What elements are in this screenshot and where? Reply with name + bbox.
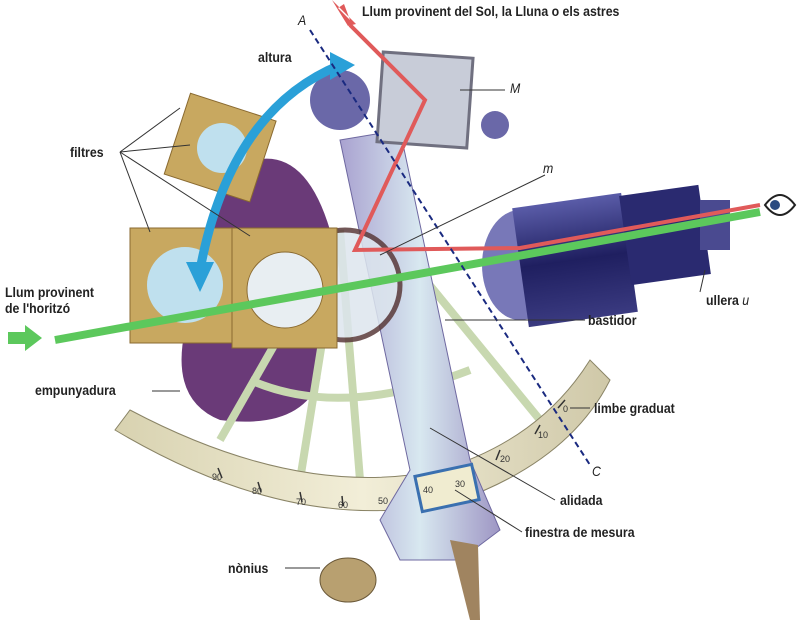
graduated-arc bbox=[114, 359, 611, 512]
label-empunyadura: empunyadura bbox=[35, 382, 116, 398]
label-ullera-text: ullera bbox=[706, 292, 739, 308]
label-ullera: ullera u bbox=[706, 292, 749, 308]
tick-label: 0 bbox=[563, 404, 568, 414]
label-point-a: A bbox=[298, 12, 307, 28]
eye-icon bbox=[763, 194, 797, 216]
line-a-c bbox=[309, 29, 591, 466]
label-mirror-big: M bbox=[510, 80, 521, 96]
tick-label: 60 bbox=[338, 500, 348, 510]
altitude-arrow bbox=[195, 60, 342, 271]
tick-label: 70 bbox=[296, 497, 306, 507]
arc-tick-labels: 90 80 70 60 50 20 10 0 bbox=[212, 404, 568, 510]
measurement-window bbox=[413, 462, 481, 514]
horizon-ray bbox=[54, 208, 761, 344]
tick-label: 50 bbox=[378, 496, 388, 506]
tick-label: 90 bbox=[212, 472, 222, 482]
tick-label: 20 bbox=[500, 454, 510, 464]
sun-ray bbox=[348, 23, 761, 253]
label-filtres: filtres bbox=[70, 144, 104, 160]
window-tick-label: 30 bbox=[455, 479, 465, 489]
label-altura: altura bbox=[258, 49, 292, 65]
tick-label: 10 bbox=[538, 430, 548, 440]
filters bbox=[129, 92, 338, 349]
label-horizon-light-1: Llum provinent bbox=[5, 284, 94, 300]
label-horizon-light-2: de l'horitzó bbox=[5, 300, 71, 316]
label-point-c: C bbox=[592, 463, 601, 479]
clamp-lever bbox=[450, 540, 480, 620]
label-bastidor: bastidor bbox=[588, 312, 637, 328]
telescope bbox=[482, 184, 730, 328]
sun-arrow bbox=[332, 0, 356, 26]
tick-label: 80 bbox=[252, 486, 262, 496]
arc-ticks bbox=[217, 399, 566, 507]
window-tick-label: 40 bbox=[423, 485, 433, 495]
horizon-arrow bbox=[8, 325, 42, 351]
leader-lines bbox=[119, 89, 706, 569]
label-mirror-small: m bbox=[543, 160, 554, 176]
label-sun-light: Llum provinent del Sol, la Lluna o els a… bbox=[362, 3, 620, 19]
label-ullera-var: u bbox=[742, 292, 750, 308]
label-nonius: nònius bbox=[228, 560, 269, 576]
vernier-knob bbox=[319, 557, 377, 603]
label-limbe: limbe graduat bbox=[594, 400, 675, 416]
label-alidada: alidada bbox=[560, 492, 603, 508]
label-finestra: finestra de mesura bbox=[525, 524, 635, 540]
